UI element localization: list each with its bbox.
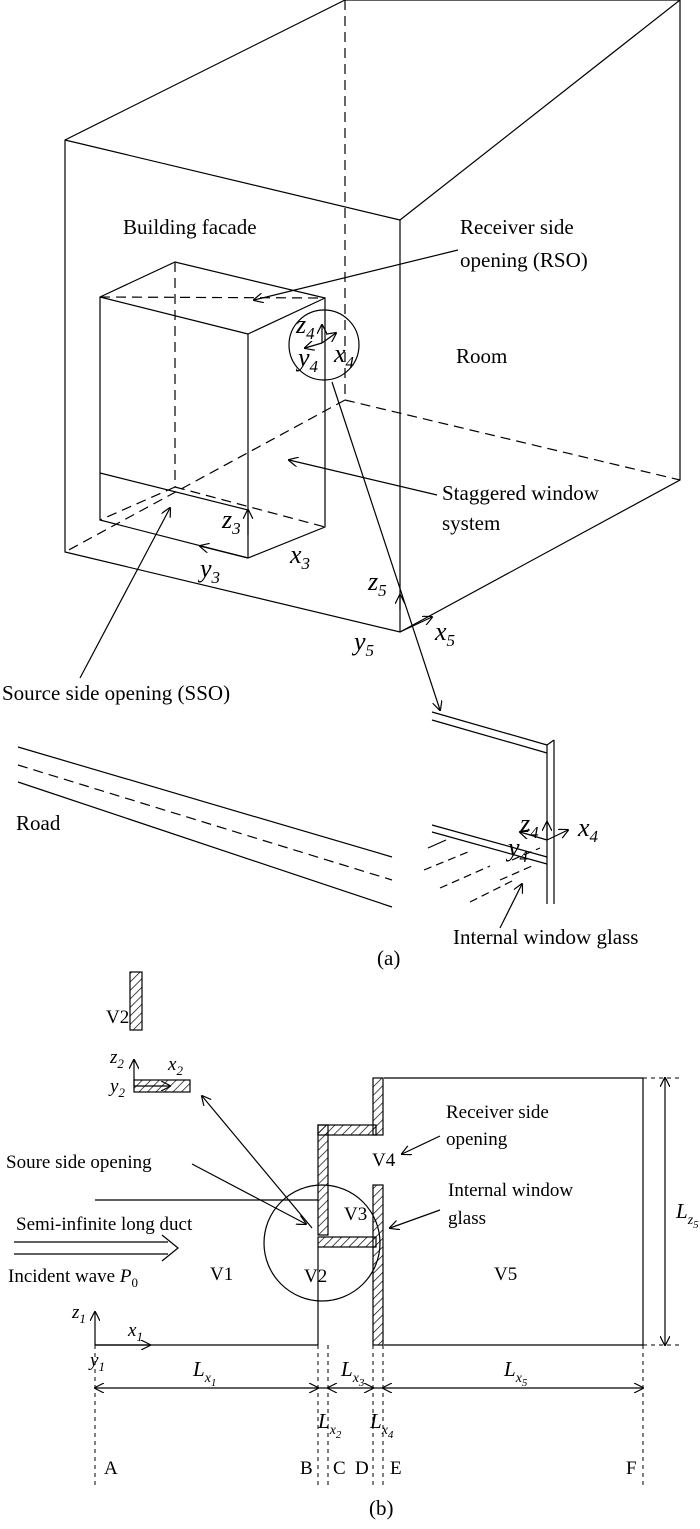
internal-glass-wall <box>372 1184 384 1346</box>
lower-connector <box>317 1236 377 1248</box>
room-box <box>64 0 681 633</box>
rso-label-line2: opening (RSO) <box>460 248 588 272</box>
internal-glass-label-line2: glass <box>448 1208 486 1229</box>
rso-label-line1: Receiver side <box>460 215 574 239</box>
caption-a: (a) <box>377 946 400 970</box>
position-a-label: A <box>104 1458 118 1479</box>
x2-label: x2 <box>167 1054 183 1078</box>
internal-glass-label-line1: Internal window <box>448 1180 573 1201</box>
lx3-label: Lx3 <box>340 1357 365 1389</box>
z1-label: z1 <box>71 1302 86 1326</box>
staggered-label-line2: system <box>442 511 500 535</box>
panel-a: z4 x4 y4 z3 y3 x3 z5 y5 x5 Building faca… <box>2 0 681 970</box>
lx1-label: Lx1 <box>192 1357 216 1389</box>
position-e-label: E <box>390 1458 402 1479</box>
v4-label: V4 <box>372 1150 396 1171</box>
y1-label: y1 <box>88 1350 105 1374</box>
v5-label: V5 <box>494 1264 517 1285</box>
position-b-label: B <box>300 1458 313 1479</box>
v2-label: V2 <box>304 1266 327 1287</box>
internal-glass-label: Internal window glass <box>453 925 638 949</box>
lx4-label: Lx4 <box>369 1409 394 1441</box>
y2-label: y2 <box>108 1076 125 1100</box>
duct-label: Semi-infinite long duct <box>16 1214 193 1235</box>
axis-z5-label: z5 <box>367 567 387 600</box>
source-opening-label: Soure side opening <box>6 1152 152 1173</box>
axis-z4-label: z4 <box>295 310 315 343</box>
axis-y3-label: y3 <box>197 554 220 587</box>
position-d-label: D <box>355 1458 369 1479</box>
x1-label: x1 <box>127 1320 143 1344</box>
position-c-label: C <box>333 1458 346 1479</box>
panel-b: V2 z2 x2 y2 Receiver side opening Soure … <box>6 971 699 1520</box>
incident-label: Incident wave P0 <box>8 1266 138 1290</box>
rso-detail-circle <box>288 309 360 381</box>
lx5-label: Lx5 <box>503 1357 528 1389</box>
v1-label: V1 <box>210 1264 233 1285</box>
sso-upper-wall <box>317 1124 329 1236</box>
rso-detail <box>423 711 568 904</box>
z2-label: z2 <box>109 1047 124 1071</box>
v2-small-label: V2 <box>106 1007 129 1028</box>
lx2-label: Lx2 <box>317 1409 342 1441</box>
incident-arrow-head <box>161 1234 179 1262</box>
room-label: Room <box>456 344 507 368</box>
v2-detail-circle <box>263 1184 381 1302</box>
axis-z3-label: z3 <box>221 505 241 538</box>
axis-y4-label: y4 <box>295 343 319 376</box>
rso-upper-wall <box>372 1077 384 1136</box>
detail-axis-z4-label: z4 <box>519 809 539 842</box>
sso-label: Source side opening (SSO) <box>2 681 230 705</box>
hatch-lines <box>423 839 541 903</box>
upper-connector <box>317 1124 377 1136</box>
caption-b: (b) <box>369 1496 394 1520</box>
axis-x5-label: x5 <box>434 617 455 650</box>
receiver-label-line1: Receiver side <box>446 1102 549 1123</box>
staggered-window-box <box>99 261 326 559</box>
detail-axis-x4-label: x4 <box>577 813 599 846</box>
detail-axis-y4-label: y4 <box>505 833 529 866</box>
road-label: Road <box>16 811 61 835</box>
v2-small-wall <box>129 971 143 1031</box>
axis-x3-label: x3 <box>289 540 310 573</box>
v3-label: V3 <box>344 1204 367 1225</box>
axis-y5-label: y5 <box>351 627 374 660</box>
staggered-label-line1: Staggered window <box>442 481 600 505</box>
lz5-label: Lz5 <box>675 1199 699 1231</box>
building-facade-label: Building facade <box>123 215 257 239</box>
receiver-label-line2: opening <box>446 1129 508 1150</box>
road <box>17 746 393 908</box>
position-f-label: F <box>626 1458 637 1479</box>
axis-x4-label: x4 <box>333 339 355 372</box>
